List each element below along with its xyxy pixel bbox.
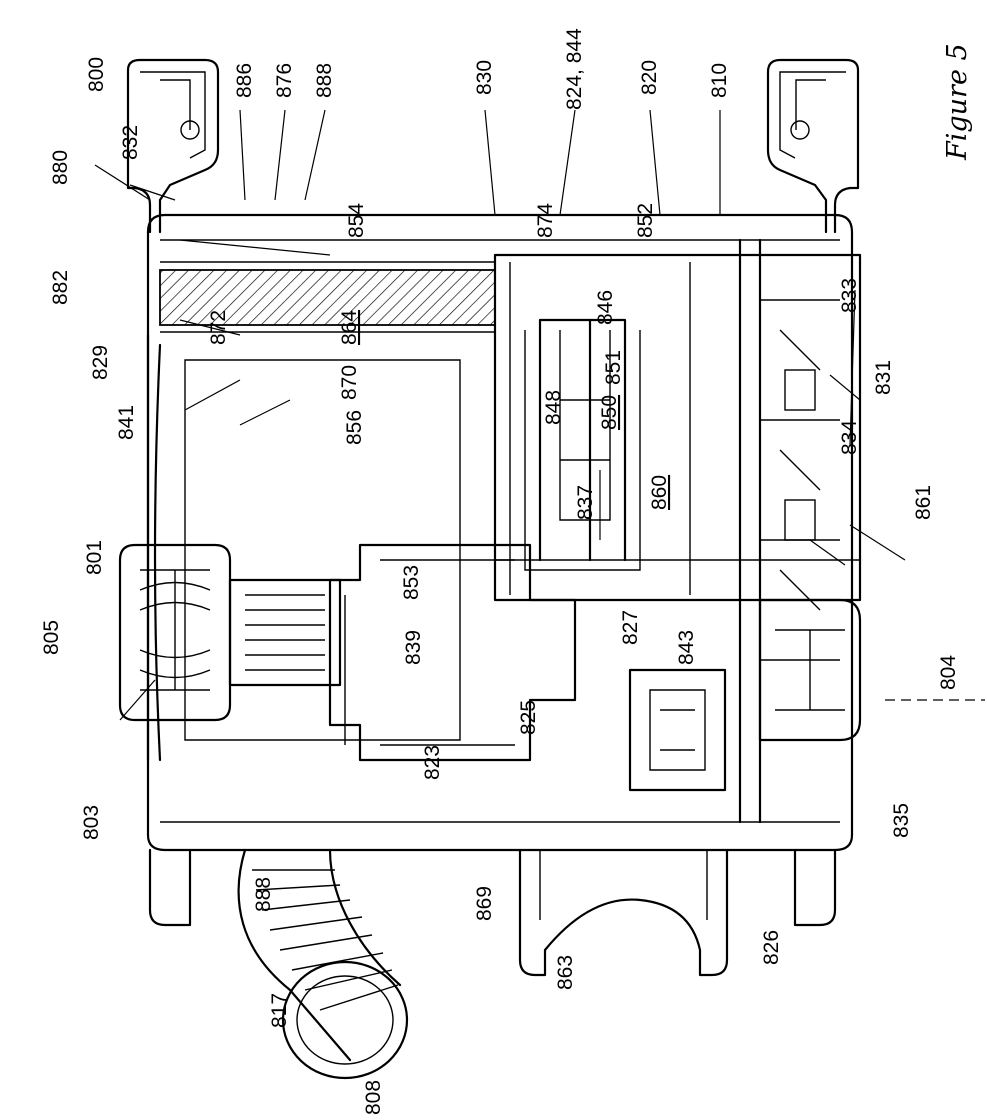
leader-lines (94, 109, 906, 721)
label-870: 870 (338, 365, 361, 400)
label-861: 861 (912, 485, 935, 520)
motor (628, 668, 727, 792)
label-886: 886 (233, 63, 256, 98)
label-843: 843 (675, 630, 698, 665)
label-841: 841 (115, 405, 138, 440)
label-823: 823 (421, 745, 444, 780)
label-846: 846 (594, 290, 617, 325)
label-863: 863 (554, 955, 577, 990)
label-837: 837 (574, 485, 597, 520)
label-826: 826 (760, 930, 783, 965)
label-869: 869 (473, 886, 496, 921)
label-860: 860 (648, 475, 671, 510)
reference-numerals: 800 832 886 876 888 830 824, 844 820 810… (40, 28, 960, 1115)
label-856: 856 (343, 410, 366, 445)
vacuum-cross-section-drawing (118, 58, 985, 1080)
label-882: 882 (49, 270, 72, 305)
hose-end (281, 960, 409, 1080)
label-830: 830 (473, 60, 496, 95)
hose (237, 848, 409, 1080)
label-829: 829 (89, 345, 112, 380)
label-876: 876 (273, 63, 296, 98)
label-833: 833 (838, 278, 861, 313)
label-888: 888 (252, 877, 275, 912)
label-853: 853 (400, 565, 423, 600)
intake-fan (758, 598, 862, 742)
main-housing (146, 213, 854, 852)
label-831: 831 (872, 360, 895, 395)
label-835: 835 (890, 803, 913, 838)
label-834: 834 (838, 420, 861, 455)
bottom-right-bracket (793, 848, 837, 927)
figure-caption: Figure 5 (942, 43, 973, 161)
label-824-844: 824, 844 (563, 28, 586, 110)
filter-chamber (493, 253, 862, 602)
label-817: 817 (268, 993, 291, 1028)
label-810: 810 (708, 63, 731, 98)
bottom-left-bracket (148, 848, 192, 927)
label-800: 800 (85, 57, 108, 92)
label-850: 850 (598, 395, 621, 430)
handle-arch (518, 848, 729, 977)
label-820: 820 (638, 60, 661, 95)
top-left-bracket (126, 58, 220, 234)
label-854: 854 (345, 203, 368, 238)
label-801: 801 (83, 540, 106, 575)
label-827: 827 (619, 610, 642, 645)
label-803: 803 (80, 805, 103, 840)
label-808: 808 (362, 1080, 385, 1115)
label-851: 851 (602, 350, 625, 385)
threaded-cap (228, 578, 342, 687)
label-852: 852 (634, 203, 657, 238)
label-804: 804 (937, 655, 960, 690)
motor-housing (328, 543, 577, 762)
filter-cartridge (538, 318, 627, 562)
label-864: 864 (338, 310, 361, 345)
label-825: 825 (517, 700, 540, 735)
label-880: 880 (49, 150, 72, 185)
label-872: 872 (207, 310, 230, 345)
label-832: 832 (119, 125, 142, 160)
label-839: 839 (402, 630, 425, 665)
top-right-bracket (766, 58, 860, 234)
top-foam-filter (159, 269, 496, 326)
label-888: 888 (313, 63, 336, 98)
label-805: 805 (40, 620, 63, 655)
label-848: 848 (542, 390, 565, 425)
label-874: 874 (534, 203, 557, 238)
